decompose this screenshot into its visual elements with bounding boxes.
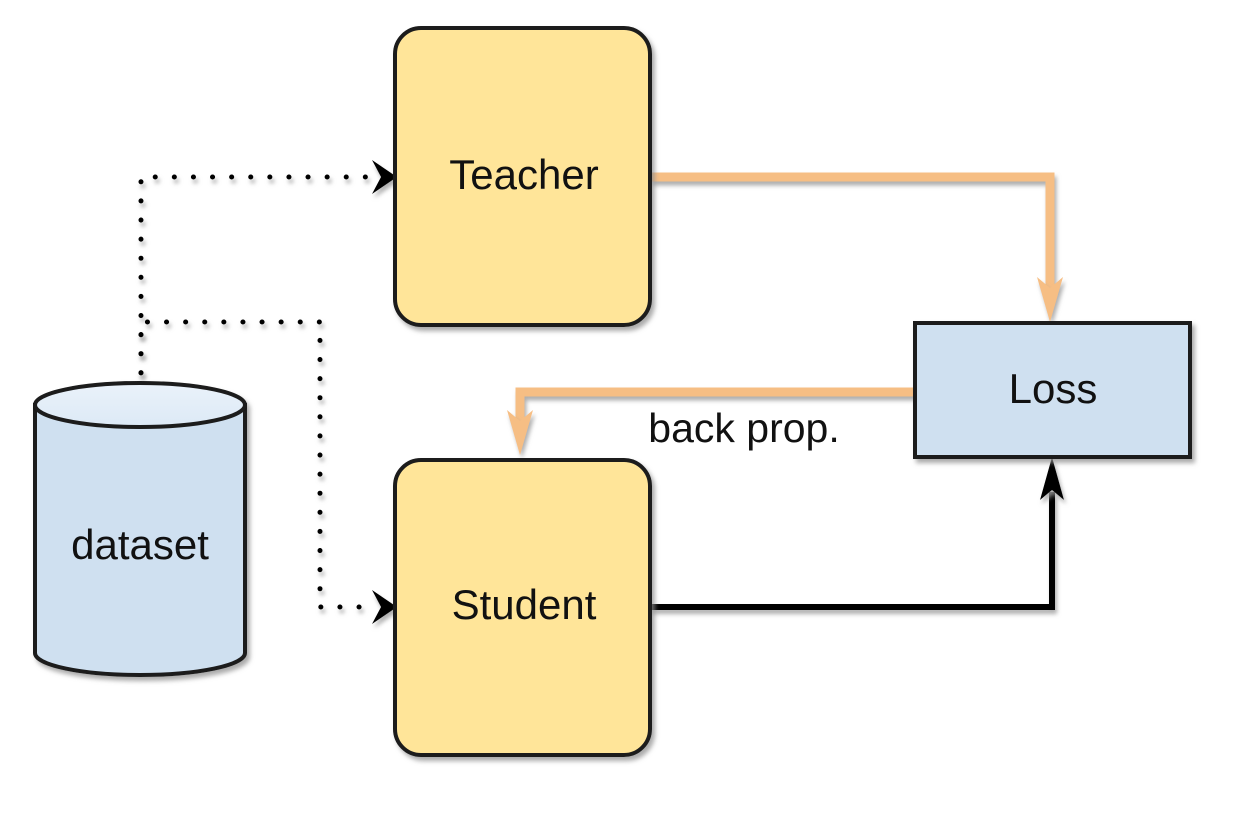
- loss-label: Loss: [1009, 365, 1098, 412]
- backprop-edge-label: back prop.: [648, 405, 839, 451]
- edge-student-to-loss: [650, 457, 1064, 610]
- loss-box: [913, 321, 1192, 459]
- student-box: [393, 458, 652, 757]
- node-student[interactable]: [393, 458, 652, 757]
- node-loss[interactable]: [913, 321, 1192, 459]
- dataset-label: dataset: [71, 521, 209, 568]
- arrowhead-open-icon: [372, 590, 397, 624]
- teacher-box: [393, 26, 652, 327]
- arrowhead-filled-icon: [1040, 457, 1064, 500]
- arrowhead-filled-icon: [1037, 277, 1063, 322]
- cylinder-body: [33, 403, 247, 677]
- node-dataset[interactable]: [33, 381, 247, 677]
- edge-teacher-to-loss: [650, 172, 1063, 322]
- edge-dataset-to-teacher: [138, 160, 397, 395]
- edge-dataset-to-student: [138, 319, 397, 624]
- cylinder-top: [33, 381, 247, 429]
- student-label: Student: [452, 581, 597, 628]
- node-teacher[interactable]: [393, 26, 652, 327]
- arrowhead-filled-icon: [507, 410, 533, 455]
- teacher-label: Teacher: [449, 151, 598, 198]
- edge-loss-to-student-backprop: [507, 387, 915, 455]
- arrowhead-open-icon: [372, 160, 397, 194]
